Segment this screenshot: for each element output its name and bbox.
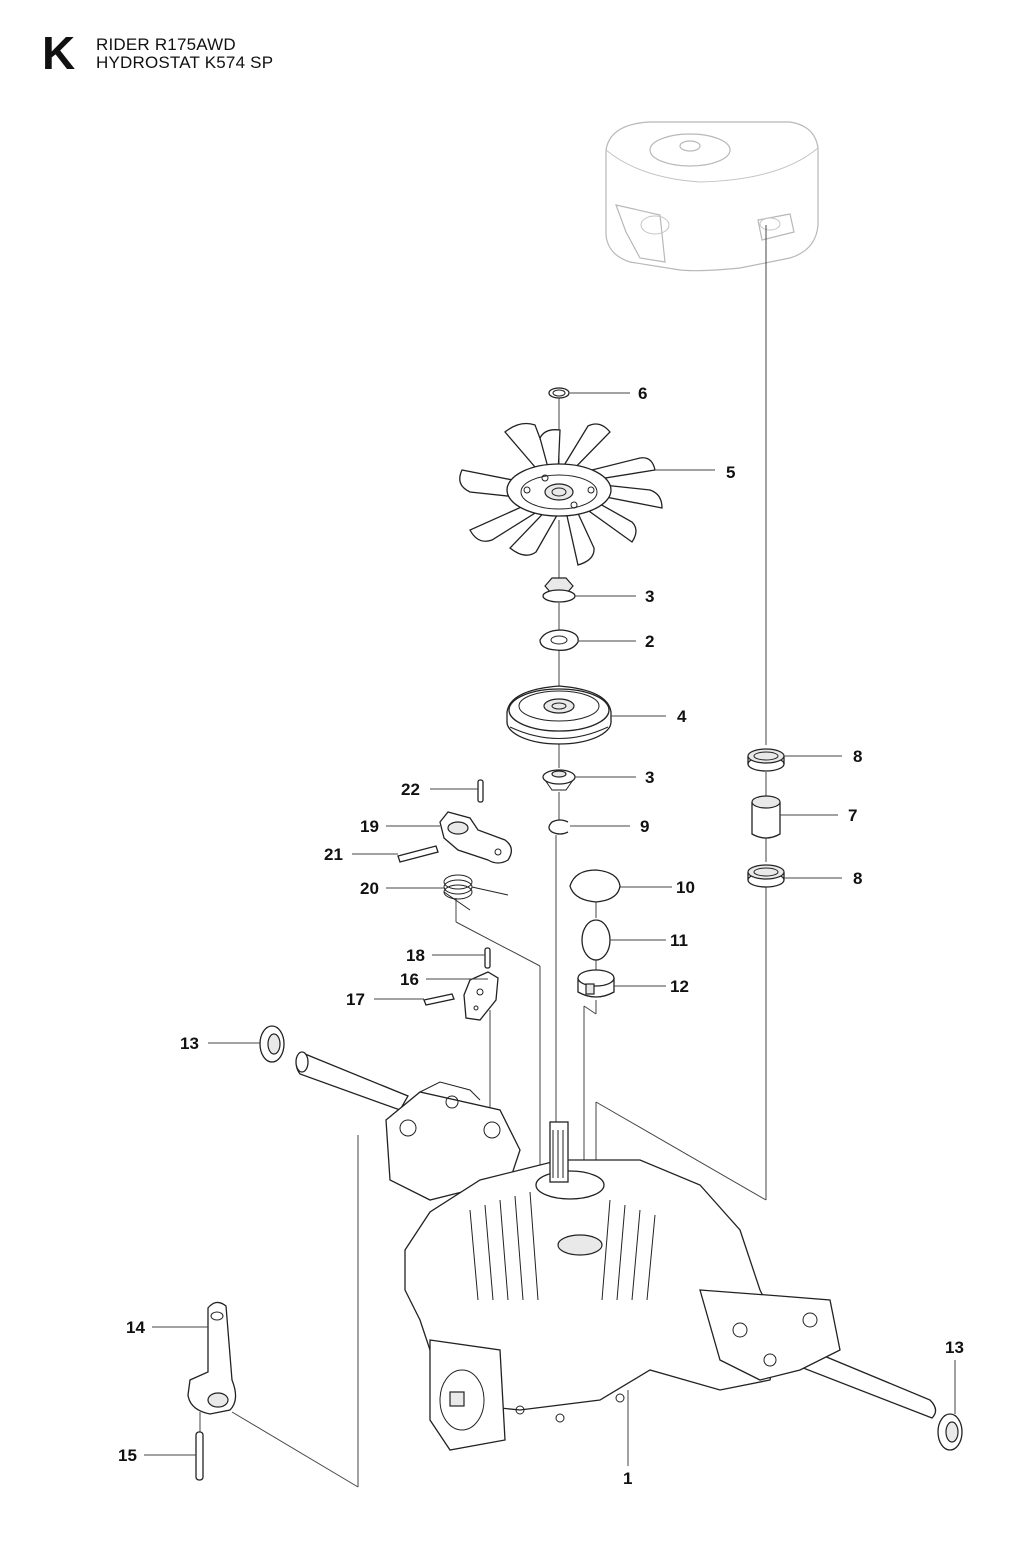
callout-8-lower: 8 bbox=[853, 869, 862, 888]
bypass-arm-part-14 bbox=[187, 1301, 237, 1415]
callout-19: 19 bbox=[360, 817, 379, 836]
control-arm-part-19 bbox=[439, 811, 512, 864]
callout-5: 5 bbox=[726, 463, 735, 482]
cooling-fan-part-5 bbox=[459, 422, 663, 566]
callout-15: 15 bbox=[118, 1446, 137, 1465]
pulley-part-4 bbox=[506, 685, 612, 745]
circlip-part-6 bbox=[548, 387, 570, 399]
callout-17: 17 bbox=[346, 990, 365, 1009]
model-title: RIDER R175AWD bbox=[96, 35, 236, 54]
assembly-title: HYDROSTAT K574 SP bbox=[96, 53, 274, 72]
callout-8-upper: 8 bbox=[853, 747, 862, 766]
callout-13-right: 13 bbox=[945, 1338, 964, 1357]
callout-3-upper: 3 bbox=[645, 587, 654, 606]
transaxle-part-1 bbox=[295, 1051, 937, 1451]
disc-part-11 bbox=[581, 919, 611, 961]
callout-20: 20 bbox=[360, 879, 379, 898]
section-letter: K bbox=[42, 27, 76, 79]
callout-6: 6 bbox=[638, 384, 647, 403]
callout-12: 12 bbox=[670, 977, 689, 996]
axle-seal-part-13-left bbox=[259, 1025, 285, 1063]
callout-3-lower: 3 bbox=[645, 768, 654, 787]
callout-leaders bbox=[144, 392, 956, 1466]
callout-labels: 6 5 3 2 4 3 9 8 7 8 10 11 12 22 19 21 20… bbox=[118, 384, 964, 1488]
pin-part-22 bbox=[477, 779, 484, 803]
axle-seal-part-13-right bbox=[937, 1413, 963, 1451]
callout-10: 10 bbox=[676, 878, 695, 897]
pin-part-17 bbox=[423, 993, 455, 1006]
expansion-tank-ghost bbox=[605, 121, 819, 272]
callout-14: 14 bbox=[126, 1318, 145, 1337]
spring-part-20 bbox=[443, 874, 509, 911]
callout-7: 7 bbox=[848, 806, 857, 825]
callout-16: 16 bbox=[400, 970, 419, 989]
callout-4: 4 bbox=[677, 707, 687, 726]
hex-nut-part-3-lower bbox=[542, 769, 576, 791]
roll-pin-part-15 bbox=[195, 1431, 204, 1481]
sleeve-part-7 bbox=[751, 795, 781, 839]
seal-part-8-upper bbox=[747, 748, 785, 772]
callout-18: 18 bbox=[406, 946, 425, 965]
callout-21: 21 bbox=[324, 845, 343, 864]
hex-nut-part-3-upper bbox=[542, 577, 576, 603]
callout-9: 9 bbox=[640, 817, 649, 836]
callout-11: 11 bbox=[670, 931, 688, 950]
pin-part-21 bbox=[397, 845, 439, 863]
washer-part-2 bbox=[539, 629, 579, 651]
cap-part-10 bbox=[569, 869, 621, 903]
e-clip-part-9 bbox=[548, 819, 569, 835]
callout-13-left: 13 bbox=[180, 1034, 199, 1053]
callout-22: 22 bbox=[401, 780, 420, 799]
pin-part-18 bbox=[484, 947, 491, 969]
callout-1: 1 bbox=[623, 1469, 632, 1488]
control-lever-part-16 bbox=[463, 971, 499, 1021]
coupler-part-12 bbox=[577, 969, 615, 998]
callout-2: 2 bbox=[645, 632, 654, 651]
seal-part-8-lower bbox=[747, 864, 785, 888]
